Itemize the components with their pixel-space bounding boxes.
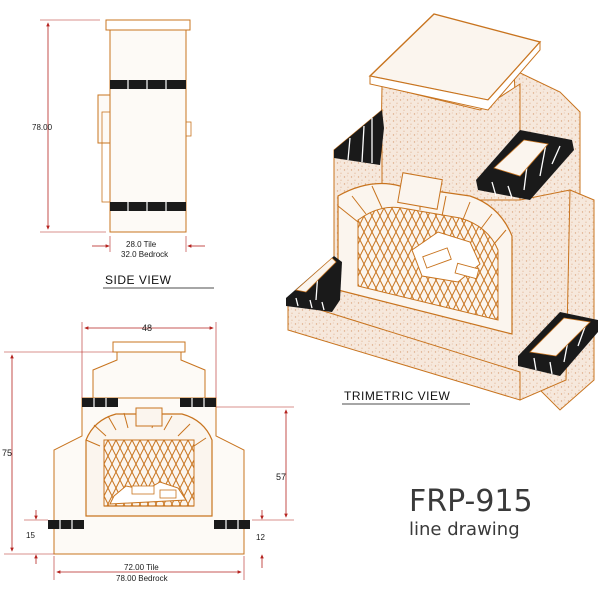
trimetric-left-mantle-tiles [334, 110, 384, 165]
side-view-label: SIDE VIEW [105, 273, 172, 287]
front-chimney [92, 351, 206, 399]
front-top-width-dim: 48 [142, 323, 152, 333]
front-left-low-dim: 15 [26, 531, 35, 540]
side-view: 78.00 28.0 Tile 32.0 Bedrock SIDE VIEW [32, 19, 214, 289]
side-upper-tile-band [110, 80, 186, 89]
side-body [109, 29, 187, 233]
front-right-mantle-tiles [180, 398, 216, 407]
trimetric-right-hearth-tiles [518, 312, 598, 376]
front-right-low-dim: 12 [256, 533, 265, 542]
front-left-mantle-tiles [82, 398, 118, 407]
product-model: FRP-915 [409, 484, 533, 519]
front-opening-height-dim: 57 [276, 472, 286, 482]
front-overall-height-dim: 75 [2, 448, 12, 458]
side-firebox-ledge [97, 94, 111, 144]
trimetric-right-mantle-tiles [476, 130, 574, 200]
side-width-dim-tile: 28.0 Tile [126, 240, 157, 249]
product-subtitle: line drawing [409, 519, 520, 540]
trimetric-logs [411, 231, 481, 283]
side-lower-tile-band [110, 202, 186, 211]
front-left-hearth-tiles [48, 520, 84, 529]
front-view: 48 75 15 57 12 72.00 Tile 78.00 Bedrock [2, 322, 294, 583]
trimetric-view-label: TRIMETRIC VIEW [344, 389, 451, 403]
front-width-dim-tile: 72.00 Tile [124, 563, 159, 572]
front-logs [104, 481, 194, 507]
side-height-dim: 78.00 [32, 123, 53, 132]
front-cap [112, 341, 186, 353]
side-cap [105, 19, 191, 31]
trimetric-left-hearth-tiles [286, 256, 342, 312]
trimetric-view: TRIMETRIC VIEW [286, 13, 598, 411]
side-width-dim-bedrock: 32.0 Bedrock [121, 250, 169, 259]
front-width-dim-bedrock: 78.00 Bedrock [116, 574, 169, 583]
front-right-hearth-tiles [214, 520, 250, 529]
